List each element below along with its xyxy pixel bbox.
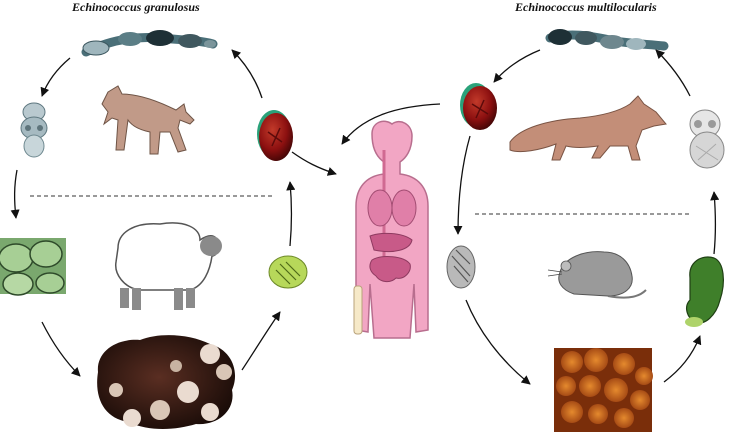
scolex-right [689,109,725,169]
dog-icon [101,85,195,155]
egg-right [460,83,497,130]
fox-icon [509,95,667,161]
hydatid-cyst-section-left [0,238,66,296]
oncosphere-left [268,255,308,289]
rodent-icon [547,251,647,299]
alveolar-cyst-right [554,348,653,432]
egg-left [257,110,293,161]
oncosphere-right [446,245,476,289]
human-host [353,120,429,339]
adult-tapeworm-left [81,30,218,57]
left-title: Echinococcus granulosus [72,0,200,14]
adult-tapeworm-right [545,29,669,51]
right-title: Echinococcus multilocularis [515,0,657,14]
hydatid-cyst-left [97,335,236,429]
protoscolex-right [685,256,724,327]
scolex-left [20,102,48,158]
sheep-icon [115,222,222,310]
